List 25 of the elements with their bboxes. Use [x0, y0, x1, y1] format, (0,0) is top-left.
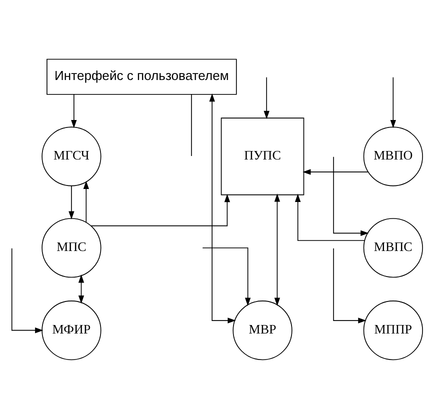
node-circle: МВР	[232, 300, 292, 360]
node-circle: МГСЧ	[42, 126, 102, 186]
arrow	[90, 194, 230, 226]
node-circle: МВПС	[363, 218, 423, 278]
arrow	[11, 248, 44, 334]
arrow	[78, 274, 84, 304]
node-box: ПУПС	[220, 118, 304, 196]
arrow	[68, 185, 74, 220]
node-circle: МВПО	[363, 126, 423, 186]
node-circle: МПС	[42, 218, 102, 278]
arrow	[390, 76, 396, 128]
node-circle: МФИР	[42, 300, 102, 360]
node-box: Интерфейс с пользователем	[46, 58, 237, 95]
arrow	[264, 76, 270, 120]
arrow	[333, 248, 366, 324]
arrow	[71, 94, 77, 128]
arrow	[83, 180, 90, 223]
arrow	[202, 247, 251, 306]
arrow	[209, 94, 236, 324]
connector	[191, 94, 192, 156]
arrow	[333, 156, 369, 236]
arrow	[302, 169, 368, 175]
arrow	[294, 194, 365, 241]
arrow	[274, 194, 280, 306]
node-circle: МППР	[363, 300, 423, 360]
